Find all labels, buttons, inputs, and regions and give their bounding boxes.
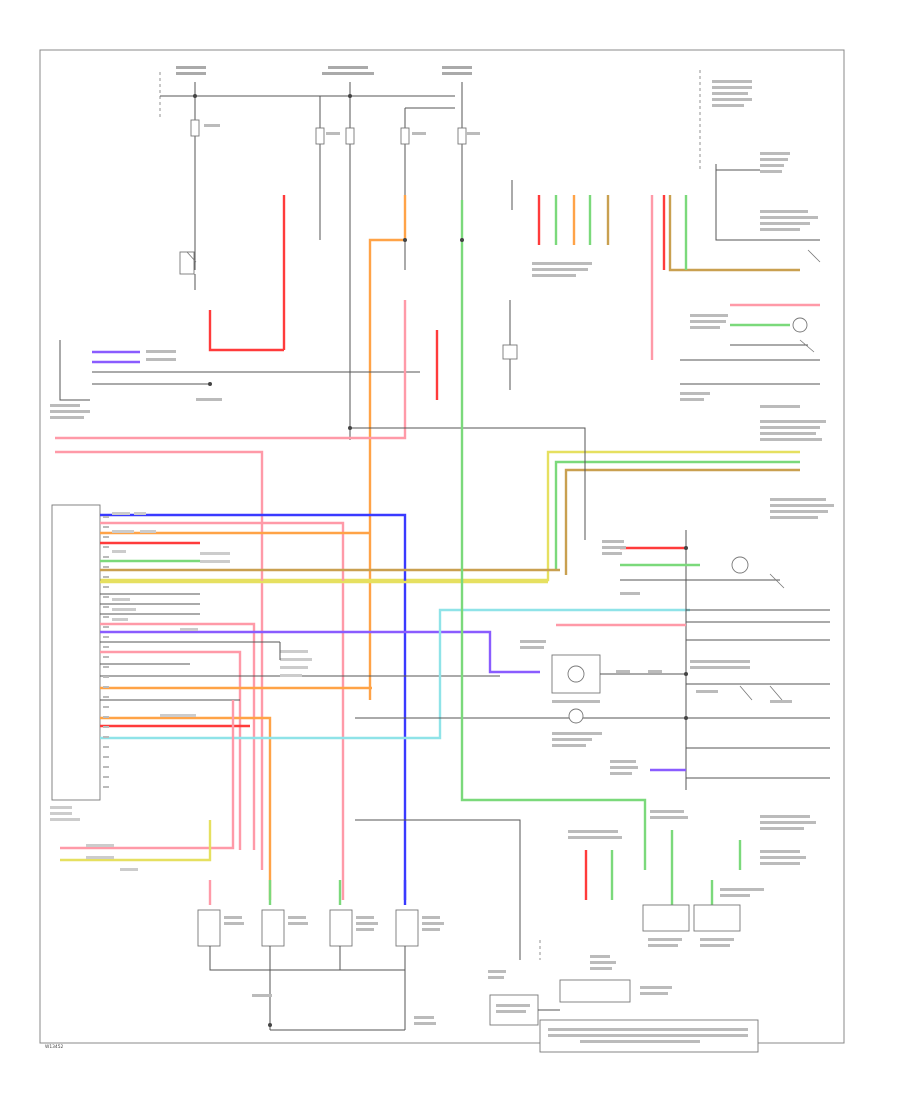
module-b — [693, 904, 741, 932]
lamp-icon — [731, 556, 749, 574]
middle-right-module — [520, 530, 830, 790]
actuator-3 — [329, 909, 353, 947]
left-top-module — [50, 340, 420, 419]
module-a — [642, 904, 690, 932]
fuse — [345, 127, 355, 145]
fuse — [190, 119, 200, 137]
fuse — [315, 127, 325, 145]
actuator-2 — [261, 909, 285, 947]
fuse — [400, 127, 410, 145]
motor-icon — [568, 708, 584, 724]
fuse-label-group — [176, 66, 752, 135]
motor-icon — [567, 665, 585, 683]
control-module-left — [50, 504, 690, 900]
diagram-frame — [39, 49, 845, 1044]
ignition-switch — [179, 251, 195, 275]
fuse-section — [159, 66, 752, 700]
actuator-4 — [395, 909, 419, 947]
diagram-id-code: W13452 — [45, 1044, 64, 1050]
fuse — [457, 127, 467, 145]
multi-connector-top — [532, 152, 821, 360]
bottom-actuators — [197, 880, 444, 1031]
actuator-1 — [197, 909, 221, 947]
lamp-icon — [792, 317, 808, 333]
diode-icon — [502, 344, 518, 360]
upper-right-modules — [100, 303, 834, 582]
control-module-body — [51, 504, 101, 801]
lower-left-connector — [60, 700, 235, 871]
bottom-right-modules — [488, 810, 816, 1053]
module-d — [559, 979, 631, 1003]
